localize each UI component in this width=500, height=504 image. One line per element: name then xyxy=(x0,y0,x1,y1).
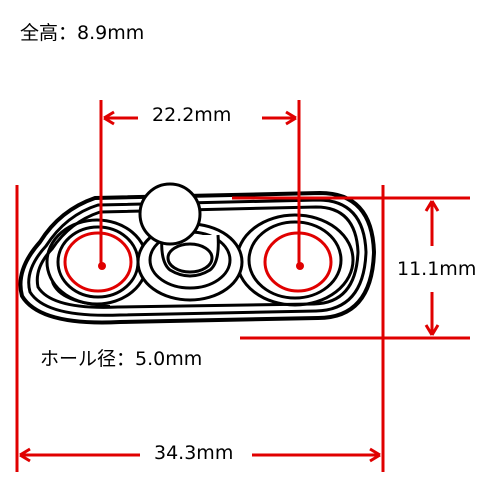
right-boss-inner xyxy=(247,220,343,300)
total-height-label: 全高：8.9mm xyxy=(20,22,145,44)
base-ring xyxy=(51,281,111,307)
clip-outline xyxy=(18,191,376,325)
outer-plate xyxy=(18,191,376,325)
left-boss-inner xyxy=(56,225,140,299)
stud-neck-ring xyxy=(166,242,214,274)
inner-rim xyxy=(27,198,368,317)
dimension-lines xyxy=(15,100,470,472)
ball-stud xyxy=(136,182,244,302)
length-arrowhead-right xyxy=(369,447,381,463)
spacing-arrowhead-right xyxy=(285,110,297,126)
left-hole-circle xyxy=(63,231,133,293)
width-label: 11.1mm xyxy=(397,258,477,280)
hole-spacing-label: 22.2mm xyxy=(152,104,232,126)
inner-rim-2 xyxy=(35,205,360,309)
width-arrowhead-top xyxy=(424,200,440,212)
stud-ball xyxy=(138,182,202,246)
length-label: 34.3mm xyxy=(154,442,234,464)
spacing-arrowhead-left xyxy=(103,110,115,126)
hole-diameter-label: ホール径：5.0mm xyxy=(40,348,203,370)
width-arrowhead-bottom xyxy=(424,324,440,336)
length-arrowhead-left xyxy=(19,447,31,463)
